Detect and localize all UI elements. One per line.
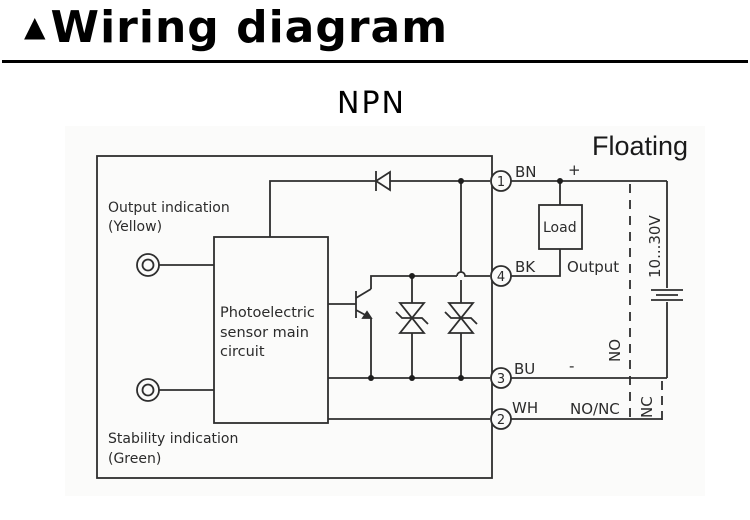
bk-wire [511, 249, 561, 277]
wire-label-bu: BU [514, 360, 535, 378]
page-header: ▲Wiring diagram [0, 0, 750, 66]
output-label: Output [567, 258, 619, 276]
supply-line [269, 180, 490, 237]
nonc-label: NO/NC [570, 400, 620, 418]
junction-dot [368, 375, 374, 381]
stability-indication-label: Stability indication [108, 431, 238, 447]
tvs-diode-icon [395, 302, 429, 334]
diode-icon [374, 170, 391, 192]
terminal-3-number: 3 [497, 372, 505, 387]
junction-dot [409, 273, 415, 279]
output-led-icon [136, 253, 160, 277]
tvs-diode-icon [444, 302, 478, 334]
wire-label-wh: WH [512, 399, 538, 417]
subtitle-text: NPN [337, 86, 406, 121]
main-circuit-box [213, 236, 329, 424]
main-circuit-label-line1: Photoelectric [220, 305, 315, 321]
main-circuit-label-line3: circuit [220, 344, 265, 360]
nc-label: NC [638, 396, 656, 418]
positive-label: + [568, 161, 581, 179]
sensor-housing [96, 155, 493, 479]
stability-indication-color: (Green) [108, 451, 161, 467]
terminal-1-number: 1 [497, 175, 505, 190]
main-circuit-label-line2: sensor main [220, 325, 309, 341]
page-title: ▲Wiring diagram [24, 2, 448, 53]
page-title-text: Wiring diagram [50, 2, 449, 53]
terminal-4-number: 4 [497, 270, 505, 285]
terminal-2-number: 2 [497, 413, 505, 428]
junction-dot [557, 178, 563, 184]
junction-dot [458, 178, 464, 184]
battery-icon [651, 289, 683, 301]
wire-label-bk: BK [515, 258, 536, 276]
stability-led-icon [136, 378, 160, 402]
output-indication-label: Output indication [108, 200, 230, 216]
no-label: NO [606, 339, 624, 362]
output-rail [370, 275, 457, 289]
junction-dot [409, 375, 415, 381]
output-rail-jumper [456, 271, 490, 277]
load-box [538, 204, 583, 250]
negative-label: - [569, 357, 574, 375]
load-label: Load [543, 220, 577, 236]
npn-transistor-icon [355, 288, 373, 319]
header-divider [2, 60, 748, 63]
junction-dot [458, 375, 464, 381]
supply-voltage-label: 10...30V [646, 215, 664, 278]
wire-label-bn: BN [515, 163, 537, 181]
floating-mode-label: Floating [592, 131, 688, 161]
triangle-marker-icon: ▲ [24, 10, 47, 43]
output-indication-color: (Yellow) [108, 219, 162, 235]
